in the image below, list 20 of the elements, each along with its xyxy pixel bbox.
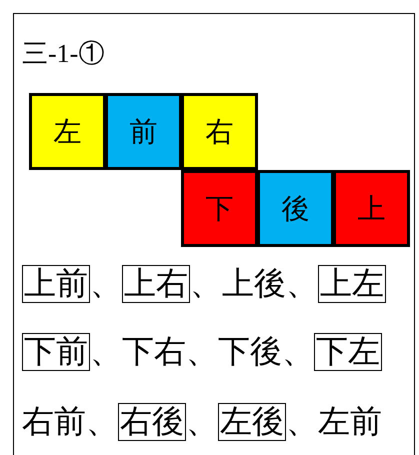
- boxed-word: 下左: [314, 333, 382, 371]
- boxed-word: 上右: [122, 265, 190, 303]
- cube-face: 左: [29, 93, 106, 170]
- boxed-word: 上前: [22, 265, 90, 303]
- text: 、上後、: [190, 264, 318, 303]
- cube-face: 上: [333, 170, 410, 247]
- heading: 三-1-①: [22, 38, 104, 70]
- text: 、: [186, 402, 218, 441]
- boxed-word: 右後: [118, 403, 186, 441]
- cube-face: 後: [257, 170, 334, 247]
- text: 、下右、下後、: [90, 332, 314, 371]
- text: 右前、: [22, 402, 118, 441]
- cube-face: 右: [181, 93, 258, 170]
- cube-face: 下: [181, 170, 258, 247]
- boxed-word: 左後: [218, 403, 286, 441]
- boxed-word: 下前: [22, 333, 90, 371]
- text: 、左前: [286, 402, 382, 441]
- cube-face: 前: [105, 93, 182, 170]
- boxed-word: 上左: [318, 265, 386, 303]
- text: 、: [90, 264, 122, 303]
